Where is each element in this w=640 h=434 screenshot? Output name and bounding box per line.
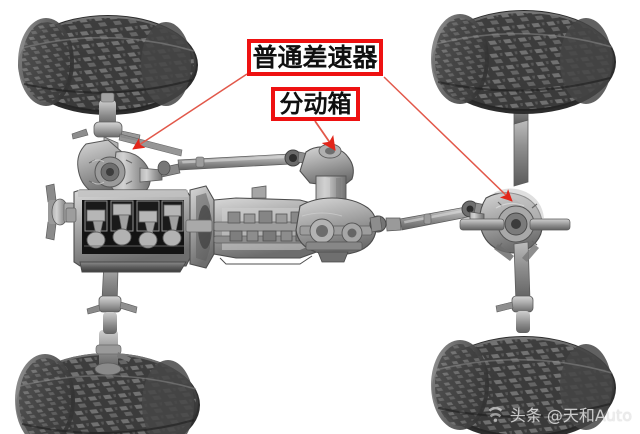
callout-arrows — [132, 73, 513, 202]
tire-front-right — [431, 10, 616, 114]
tire-rear-left — [15, 353, 200, 434]
rear-driveshaft — [369, 200, 487, 233]
front-differential — [77, 139, 163, 206]
tire-rear-right — [431, 336, 616, 434]
tire-front-left — [18, 15, 198, 115]
callout-label-differential: 普通差速器 — [247, 39, 383, 76]
front-driveshaft — [157, 149, 310, 178]
gearbox — [213, 185, 323, 265]
rear-differential — [459, 188, 571, 254]
transfer-case — [295, 143, 377, 263]
arrow-to-rear-differential — [383, 76, 513, 202]
cylinders — [84, 200, 184, 249]
arrow-to-transfer-case — [314, 120, 336, 151]
callout-label-transfer-case: 分动箱 — [271, 87, 360, 121]
callout-label-transfer-case-text: 分动箱 — [279, 90, 352, 118]
arrow-to-front-differential — [132, 73, 248, 150]
rear-left-hub — [94, 330, 131, 376]
callout-label-differential-text: 普通差速器 — [252, 43, 378, 72]
gear-cluster — [227, 210, 309, 242]
bellhousing — [185, 185, 215, 269]
engine-cutaway — [45, 183, 191, 273]
